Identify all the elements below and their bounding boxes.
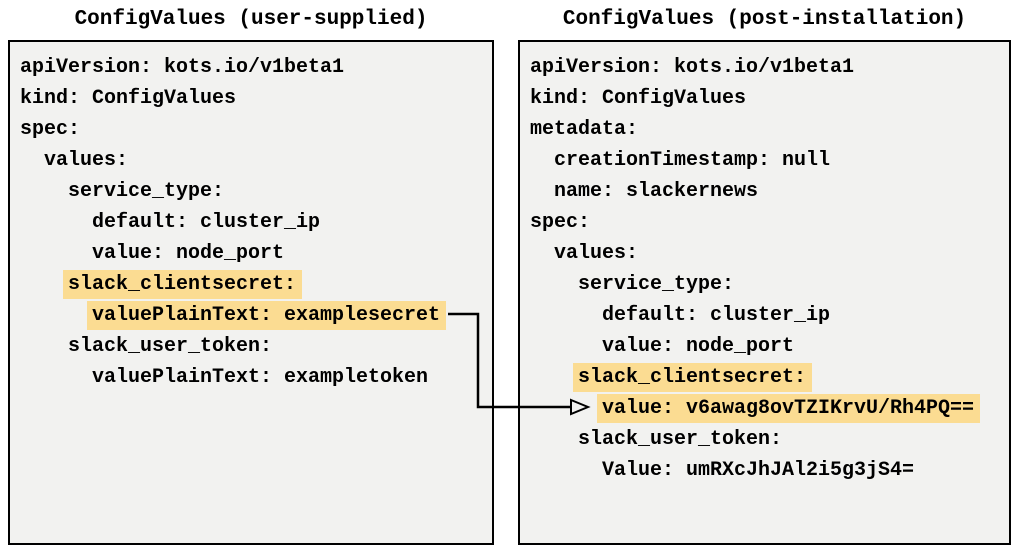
left-panel-title: ConfigValues (user-supplied) — [74, 8, 428, 31]
yaml-line: kind: ConfigValues — [530, 87, 747, 110]
yaml-line: valuePlainText: exampletoken — [92, 366, 429, 389]
yaml-line: service_type: — [68, 180, 225, 203]
yaml-line-highlighted: value: v6awag8ovTZIKrvU/Rh4PQ== — [530, 393, 1009, 424]
yaml-line: metadata: — [530, 118, 639, 141]
yaml-line: service_type: — [578, 273, 735, 296]
yaml-line: Value: umRXcJhJAl2i5g3jS4= — [602, 459, 915, 482]
yaml-code-block: apiVersion: kots.io/v1beta1 kind: Config… — [520, 42, 1009, 486]
yaml-line-highlighted: valuePlainText: examplesecret — [20, 300, 492, 331]
yaml-line: creationTimestamp: null — [554, 149, 831, 172]
yaml-line: values: — [554, 242, 639, 265]
right-panel-title: ConfigValues (post-installation) — [562, 8, 967, 31]
yaml-line: spec: — [530, 211, 591, 234]
yaml-line: spec: — [20, 118, 81, 141]
yaml-line-highlighted: slack_clientsecret: — [530, 362, 1009, 393]
yaml-line: apiVersion: kots.io/v1beta1 — [530, 56, 855, 79]
yaml-line: values: — [44, 149, 129, 172]
yaml-line: default: cluster_ip — [602, 304, 831, 327]
yaml-line: value: node_port — [92, 242, 285, 265]
yaml-line: value: node_port — [602, 335, 795, 358]
configvalues-post-installation-panel: apiVersion: kots.io/v1beta1 kind: Config… — [518, 40, 1011, 545]
yaml-line: name: slackernews — [554, 180, 759, 203]
yaml-code-block: apiVersion: kots.io/v1beta1 kind: Config… — [10, 42, 492, 393]
yaml-line-highlighted: slack_clientsecret: — [20, 269, 492, 300]
yaml-line: slack_user_token: — [68, 335, 273, 358]
yaml-line: apiVersion: kots.io/v1beta1 — [20, 56, 345, 79]
yaml-line: slack_user_token: — [578, 428, 783, 451]
yaml-line: kind: ConfigValues — [20, 87, 237, 110]
configvalues-user-supplied-panel: apiVersion: kots.io/v1beta1 kind: Config… — [8, 40, 494, 545]
yaml-line: default: cluster_ip — [92, 211, 321, 234]
